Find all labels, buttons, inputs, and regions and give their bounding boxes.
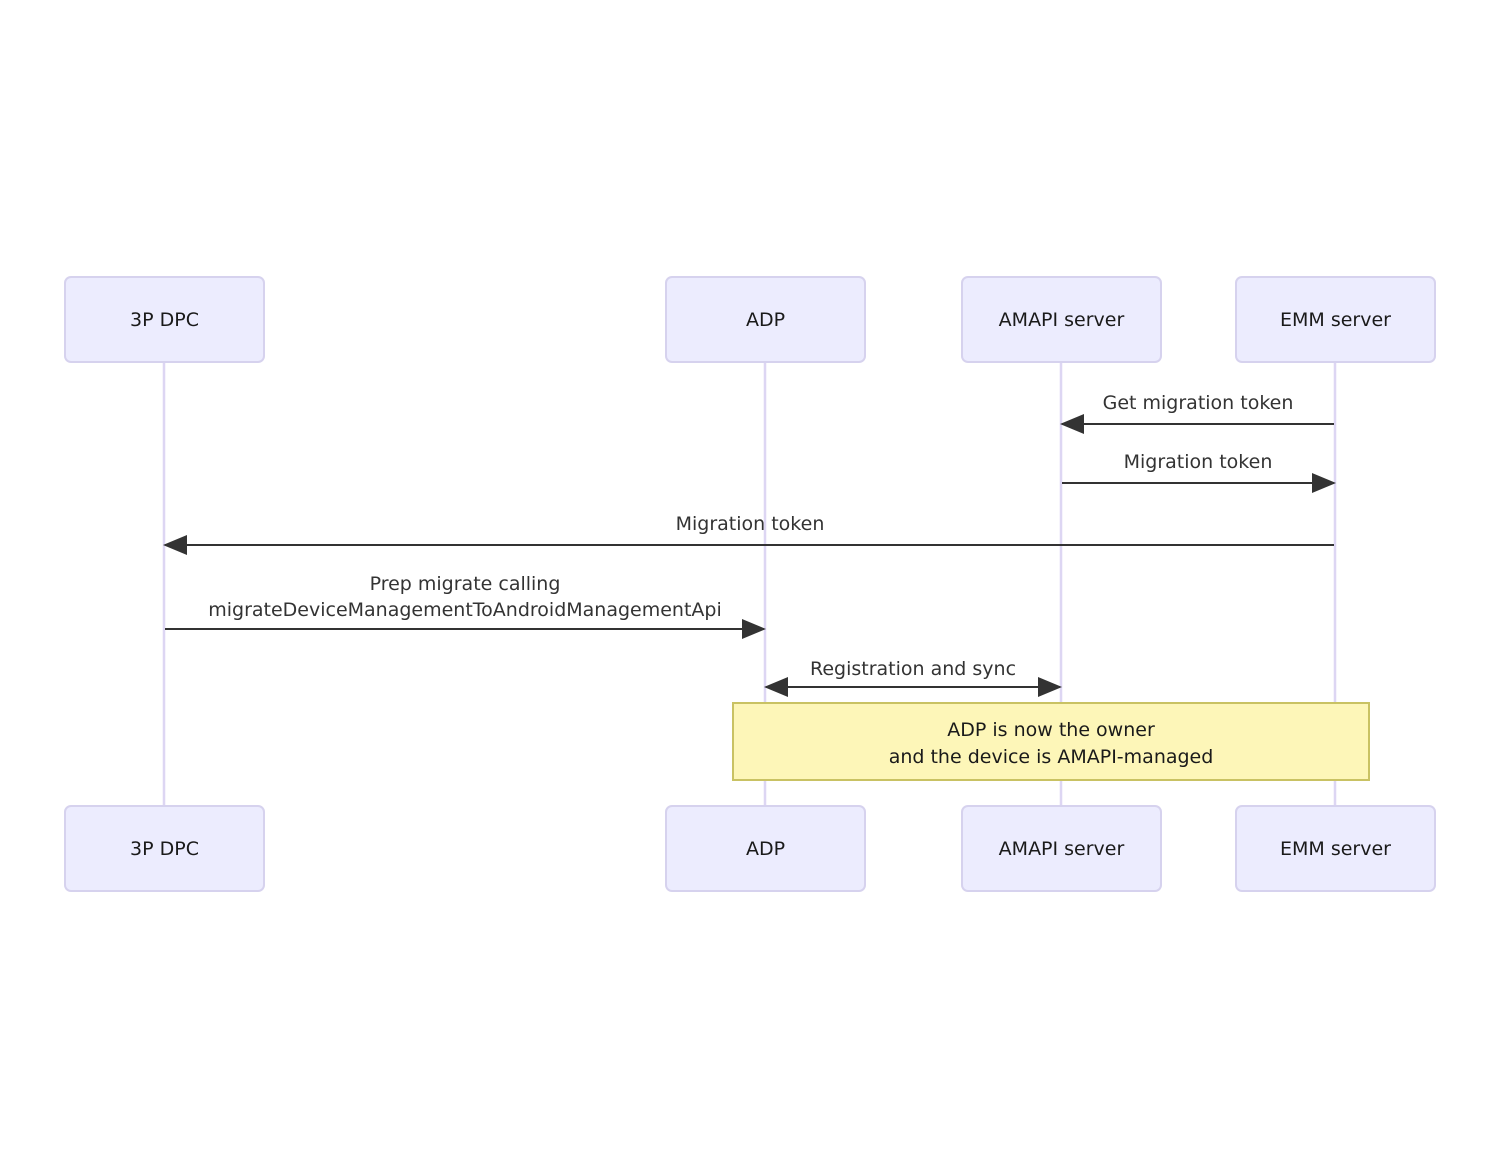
actor-label-emm-bottom: EMM server	[1280, 838, 1391, 860]
message-label-m1: Get migration token	[1103, 392, 1294, 414]
actor-label-amapi-top: AMAPI server	[999, 309, 1125, 331]
actors-bottom-group: 3P DPC ADP AMAPI server EMM server	[64, 805, 1436, 892]
actor-box-dpc-top[interactable]	[64, 276, 265, 363]
actor-box-amapi-top[interactable]	[961, 276, 1162, 363]
actor-box-amapi-bottom[interactable]	[961, 805, 1162, 892]
message-label-m2: Migration token	[1124, 451, 1273, 473]
actor-box-adp-bottom[interactable]	[665, 805, 866, 892]
actor-box-emm-bottom[interactable]	[1235, 805, 1436, 892]
actors-top-group: 3P DPC ADP AMAPI server EMM server	[64, 276, 1436, 363]
actor-label-amapi-bottom: AMAPI server	[999, 838, 1125, 860]
actor-label-dpc-top: 3P DPC	[130, 309, 199, 331]
message-label-m5: Registration and sync	[810, 658, 1016, 680]
message-label-m3: Migration token	[676, 513, 825, 535]
actor-box-emm-top[interactable]	[1235, 276, 1436, 363]
actor-box-dpc-bottom[interactable]	[64, 805, 265, 892]
actor-box-adp-top[interactable]	[665, 276, 866, 363]
actor-label-adp-bottom: ADP	[746, 838, 785, 860]
note-box-note1	[732, 702, 1370, 781]
actor-label-adp-top: ADP	[746, 309, 785, 331]
actor-label-emm-top: EMM server	[1280, 309, 1391, 331]
actor-label-dpc-bottom: 3P DPC	[130, 838, 199, 860]
